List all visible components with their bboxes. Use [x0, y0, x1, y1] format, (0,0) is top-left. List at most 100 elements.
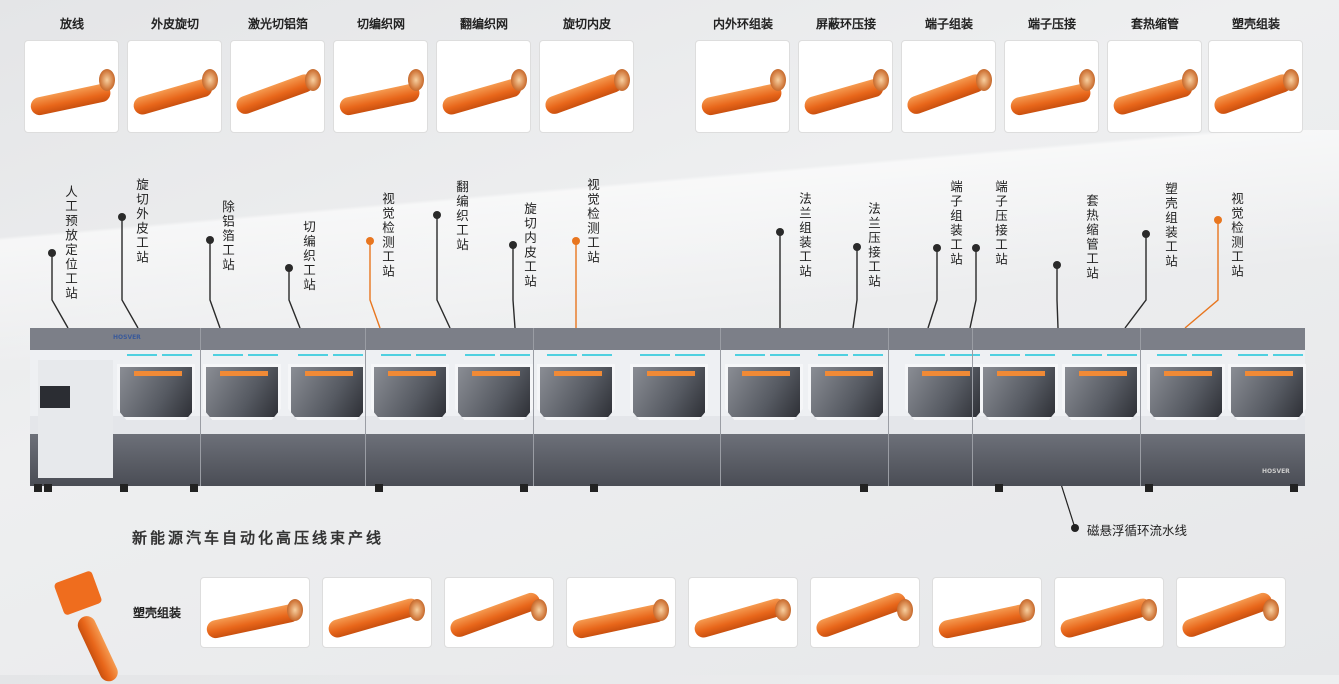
module-seam: [888, 328, 889, 486]
indicator-lamp: [770, 354, 800, 356]
leader-line: [969, 248, 977, 329]
indicator-lamp: [1025, 354, 1055, 356]
process-label: 内外环组装: [712, 17, 773, 31]
conveyor-label: 磁悬浮循环流水线: [1087, 523, 1188, 538]
leader-line: [512, 245, 516, 329]
indicator-lamp: [500, 354, 530, 356]
product-thumbnail: [200, 577, 310, 648]
indicator-lamp: [915, 354, 945, 356]
indicator-lamp: [1273, 354, 1303, 356]
station-dot: [206, 236, 214, 244]
machine-foot: [190, 484, 198, 492]
station-label: 视觉检测工站: [1229, 192, 1244, 279]
process-thumbnail: [24, 40, 119, 133]
cable-end-image: [99, 68, 116, 91]
machine-roof: [30, 328, 1305, 350]
machine-window: [455, 364, 533, 420]
cable-end-image: [976, 68, 993, 91]
cable-end-image: [511, 68, 528, 91]
process-label: 旋切内皮: [562, 17, 611, 31]
module-seam: [200, 328, 201, 486]
cable-image: [1179, 590, 1274, 640]
station-label: 法兰压接工站: [866, 202, 881, 289]
cable-end-image: [408, 68, 425, 91]
cable-end-image: [1140, 599, 1157, 622]
station-dot: [572, 237, 580, 245]
leader-line: [121, 217, 139, 329]
control-screen: [40, 386, 70, 408]
cable-end-image: [408, 599, 425, 622]
process-thumbnail: [333, 40, 428, 133]
product-thumbnail: [566, 577, 676, 648]
station-dot: [776, 228, 784, 236]
indicator-lamp: [381, 354, 411, 356]
machine-window: [725, 364, 803, 420]
indicator-lamp: [675, 354, 705, 356]
indicator-lamp: [248, 354, 278, 356]
cable-end-image: [1182, 68, 1199, 91]
station-dot: [366, 237, 374, 245]
leader-line: [436, 215, 451, 329]
machine-window: [808, 364, 886, 420]
indicator-lamp: [127, 354, 157, 356]
process-label: 端子压接: [1027, 17, 1076, 31]
process-thumbnail: [127, 40, 222, 133]
station-dot: [1214, 216, 1222, 224]
product-thumbnail: [322, 577, 432, 648]
station-label: 塑壳组装工站: [1163, 182, 1178, 269]
process-label: 端子组装: [924, 17, 973, 31]
process-label: 翻编织网: [459, 17, 508, 31]
process-label: 外皮旋切: [150, 17, 199, 31]
module-seam: [365, 328, 366, 486]
process-label: 切编织网: [356, 17, 405, 31]
machine-window: [203, 364, 281, 420]
machine-window: [117, 364, 195, 420]
product-thumbnail: [810, 577, 920, 648]
cable-end-image: [1018, 599, 1035, 622]
cable-image: [813, 590, 908, 640]
conveyor-dot: [1071, 524, 1079, 532]
machine-foot: [375, 484, 383, 492]
cable-end-image: [896, 599, 913, 622]
station-label: 除铝箔工站: [220, 200, 235, 273]
machine-window: [630, 364, 708, 420]
station-label: 套热缩管工站: [1084, 194, 1099, 281]
leader-line: [1124, 234, 1147, 329]
cable-end-image: [286, 599, 303, 622]
indicator-lamp: [1192, 354, 1222, 356]
process-thumbnail: [695, 40, 790, 133]
station-label: 端子压接工站: [993, 180, 1008, 267]
process-label: 屏蔽环压接: [815, 17, 876, 31]
machine-window: [1147, 364, 1225, 420]
cable-image: [692, 596, 788, 640]
product-thumbnail: [688, 577, 798, 648]
cable-image: [1058, 596, 1154, 640]
station-dot: [285, 264, 293, 272]
indicator-lamp: [298, 354, 328, 356]
product-thumbnail: [444, 577, 554, 648]
product-thumbnail: [932, 577, 1042, 648]
machine-logo: HOSVER: [113, 334, 141, 341]
machine-foot: [1145, 484, 1153, 492]
process-label: 放线: [59, 17, 84, 31]
leader-line: [288, 268, 301, 329]
process-label: 激光切铝箔: [247, 17, 308, 31]
indicator-lamp: [162, 354, 192, 356]
process-thumbnail: [1107, 40, 1202, 133]
indicator-lamp: [213, 354, 243, 356]
leader-line: [1184, 220, 1219, 329]
indicator-lamp: [1238, 354, 1268, 356]
machine-window: [288, 364, 366, 420]
product-thumbnail: [1054, 577, 1164, 648]
machine-window: [980, 364, 1058, 420]
module-seam: [533, 328, 534, 486]
station-label: 法兰组装工站: [797, 192, 812, 279]
station-dot: [509, 241, 517, 249]
process-thumbnail: [901, 40, 996, 133]
machine-foot: [995, 484, 1003, 492]
indicator-lamp: [1072, 354, 1102, 356]
cable-end-image: [305, 68, 322, 91]
indicator-lamp: [818, 354, 848, 356]
production-line-machine: HOSVER HOSVER: [30, 328, 1306, 492]
